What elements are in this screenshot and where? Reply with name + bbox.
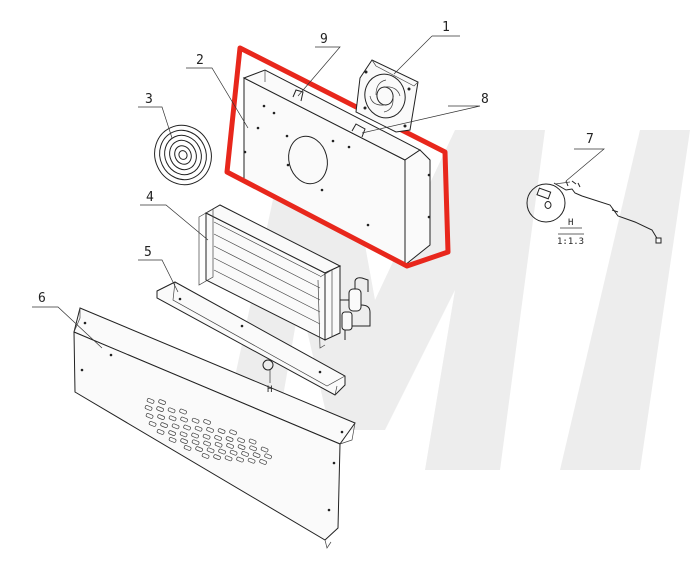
- callout-8: 8: [481, 92, 489, 107]
- vent-slot: [167, 407, 176, 414]
- vent-slot: [214, 435, 222, 441]
- vent-slot: [183, 445, 192, 451]
- vent-slot: [179, 408, 187, 415]
- callout-3: 3: [145, 92, 153, 107]
- vent-slot: [249, 445, 257, 452]
- vent-slot: [157, 414, 165, 420]
- vent-slot: [191, 417, 200, 424]
- fan-grille: [154, 124, 212, 186]
- vent-slot: [144, 405, 153, 411]
- vent-slot: [248, 438, 257, 445]
- detail-scale-label: 1:1.3: [557, 237, 584, 247]
- vent-slot: [217, 428, 226, 434]
- leader-lines: [32, 35, 605, 349]
- vent-slot: [214, 441, 223, 448]
- vent-slot: [213, 454, 221, 460]
- vent-slot: [237, 444, 246, 450]
- vent-slot: [183, 424, 191, 431]
- vent-slot: [145, 413, 154, 419]
- vent-slot: [236, 456, 244, 463]
- callout-7: 7: [586, 132, 594, 147]
- callout-1: 1: [442, 20, 450, 35]
- vent-slot: [180, 416, 188, 423]
- vent-slot: [237, 437, 245, 444]
- callout-4: 4: [146, 190, 154, 205]
- vent-slot: [202, 433, 211, 440]
- sensor-cable: [526, 180, 662, 244]
- vent-slot: [252, 452, 261, 458]
- callout-2: 2: [196, 53, 204, 68]
- vent-slot: [226, 443, 234, 449]
- vent-slot: [168, 415, 177, 422]
- vent-slot: [191, 439, 200, 446]
- vent-slot: [259, 459, 267, 465]
- vent-slot: [218, 448, 226, 455]
- vent-slot: [203, 419, 211, 425]
- vent-slot: [191, 432, 199, 439]
- vent-slot: [241, 451, 249, 457]
- fan-housing: [242, 69, 431, 267]
- vent-slot: [158, 399, 166, 405]
- vent-slot: [194, 425, 203, 432]
- highlight-outline: [224, 45, 451, 269]
- vent-slot: [260, 446, 269, 453]
- vent-slot: [180, 438, 188, 444]
- vent-slot: [247, 457, 256, 464]
- vent-slot: [148, 421, 157, 427]
- vent-slot: [171, 423, 180, 430]
- vent-slot: [229, 429, 237, 436]
- vent-slot: [203, 440, 211, 447]
- vent-slot: [195, 446, 203, 452]
- vent-slot: [229, 449, 238, 456]
- vent-slot: [160, 422, 168, 428]
- callout-5: 5: [144, 245, 152, 260]
- vent-slot: [168, 437, 177, 443]
- detail-view-label: H: [568, 218, 573, 228]
- watermark-logo: [215, 130, 690, 470]
- vent-slot: [146, 398, 155, 404]
- detail-marker-label: H: [267, 385, 272, 395]
- axial-fan: [355, 59, 419, 133]
- vent-slot: [156, 406, 164, 412]
- vent-slots: [144, 398, 272, 465]
- evaporator-coil: [198, 204, 371, 349]
- vent-slot: [168, 430, 176, 436]
- callout-9: 9: [320, 32, 328, 47]
- vent-slot: [201, 453, 210, 459]
- vent-slot: [225, 436, 234, 442]
- vent-slot: [206, 427, 214, 433]
- vent-slot: [224, 455, 233, 462]
- vent-slot: [179, 431, 188, 438]
- vent-slot: [206, 447, 215, 454]
- callout-6: 6: [38, 291, 46, 306]
- front-panel: [73, 307, 356, 549]
- vent-slot: [264, 453, 272, 460]
- drip-tray: [156, 281, 346, 396]
- vent-slot: [156, 429, 165, 435]
